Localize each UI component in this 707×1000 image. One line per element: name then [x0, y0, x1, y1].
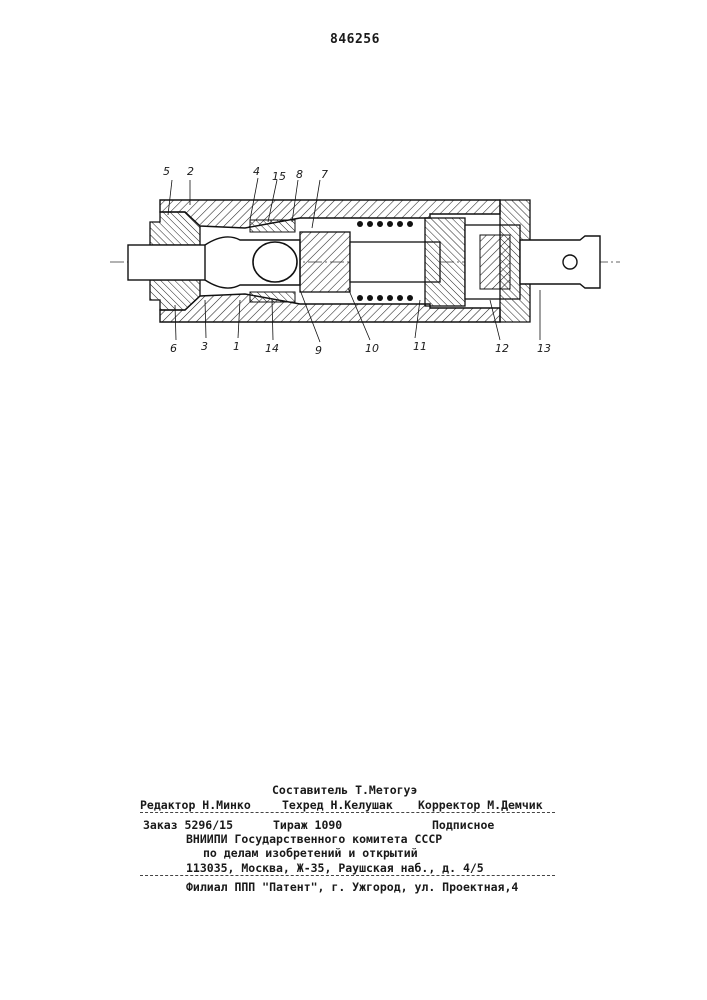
- bush-15-top: [250, 220, 295, 232]
- callout-9: 9: [315, 344, 322, 357]
- bearing-11: [425, 218, 465, 306]
- callout-7: 7: [321, 168, 328, 181]
- pin-hole: [563, 255, 577, 269]
- callout-10: 10: [365, 342, 379, 355]
- callout-5: 5: [163, 165, 170, 178]
- divider-1: [140, 812, 555, 813]
- org-line-2: по делам изобретений и открытий: [203, 846, 418, 860]
- callout-15: 15: [272, 170, 286, 183]
- callout-4: 4: [253, 165, 260, 178]
- piston-10: [300, 232, 350, 292]
- spring-bottom: [357, 295, 413, 301]
- editor-line: Редактор Н.Минко: [140, 798, 251, 812]
- shaft-left: [128, 245, 208, 280]
- callout-2: 2: [187, 165, 194, 178]
- output-shaft-13: [520, 236, 600, 288]
- compiler-line: Составитель Т.Метогуэ: [272, 783, 417, 797]
- callout-12: 12: [495, 342, 509, 355]
- bush-14-bottom: [250, 292, 295, 302]
- address-line: 113035, Москва, Ж-35, Раушская наб., д. …: [186, 861, 484, 875]
- circulation-line: Тираж 1090: [273, 818, 342, 832]
- callout-11: 11: [413, 340, 427, 353]
- spring-top: [357, 221, 413, 227]
- technical-drawing: 5 2 4 15 8 7 6 3 1 14 9 10 11 12 13: [0, 0, 707, 400]
- callout-13: 13: [537, 342, 551, 355]
- callout-1: 1: [233, 340, 240, 353]
- corrector-line: Корректор М.Демчик: [418, 798, 543, 812]
- callout-8: 8: [296, 168, 303, 181]
- branch-line: Филиал ППП "Патент", г. Ужгород, ул. Про…: [186, 880, 518, 894]
- techred-line: Техред Н.Келушак: [282, 798, 393, 812]
- subscription-line: Подписное: [432, 818, 494, 832]
- callout-3: 3: [201, 340, 208, 353]
- org-line-1: ВНИИПИ Государственного комитета СССР: [186, 832, 442, 846]
- callout-6: 6: [170, 342, 177, 355]
- order-line: Заказ 5296/15: [143, 818, 233, 832]
- divider-2: [140, 875, 555, 876]
- callout-14: 14: [265, 342, 279, 355]
